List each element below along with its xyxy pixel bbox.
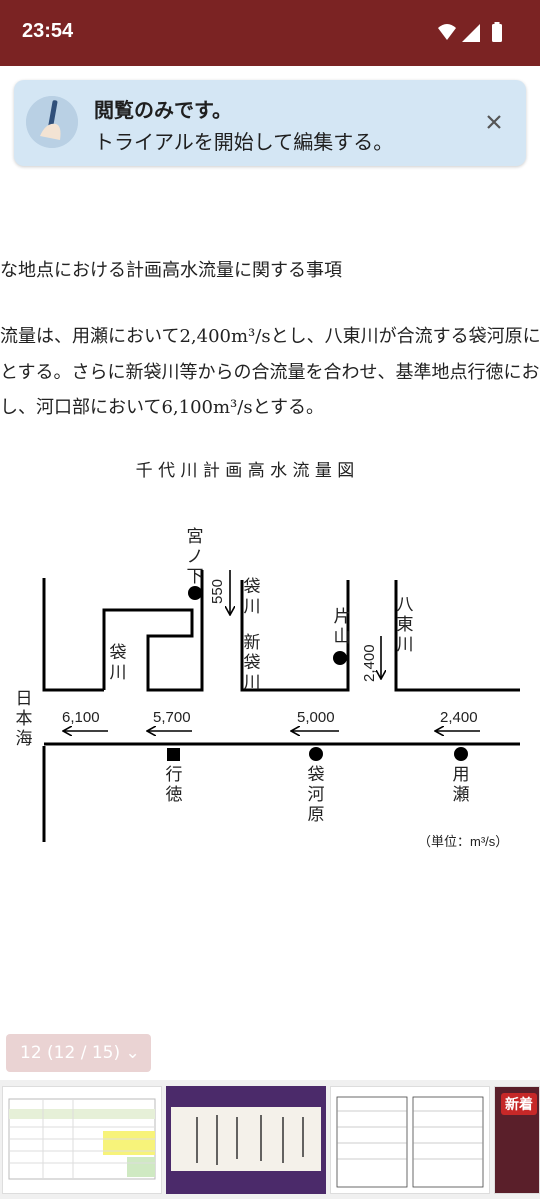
label-mochigase: 用瀬 [453,765,470,804]
figure-title: 千 代 川 計 画 高 水 流 量 図 [136,461,355,481]
label-fukurogawara: 袋河原 [308,765,325,824]
thumbnail[interactable] [330,1086,490,1194]
doc-line: 流量は、用瀬において2,400m³/sとし、八東川が合流する袋河原にお [0,326,540,347]
status-bar: 23:54 [0,0,540,66]
flow-6100: 6,100 [62,709,100,726]
station-marker [309,747,323,761]
flow-550: 550 [209,579,226,604]
flow-diagram: 千 代 川 計 画 高 水 流 量 図 宮ノ下 袋川 新袋川 [16,461,520,849]
station-marker [188,586,202,600]
station-marker [454,747,468,761]
thumbnail[interactable] [2,1086,162,1194]
close-icon[interactable] [482,110,506,134]
battery-icon [492,24,502,42]
trial-banner[interactable]: 閲覧のみです。 トライアルを開始して編集する。 [14,80,526,166]
flow-5000: 5,000 [297,709,335,726]
label-miyanoshita: 宮ノ下 [187,527,204,586]
flow-arrows [64,570,480,731]
clock: 23:54 [22,20,74,42]
new-badge: 新着 [501,1093,537,1115]
wifi-icon [438,24,456,40]
status-icons [438,22,502,42]
label-gyotoku: 行徳 [166,765,183,804]
station-marker [167,748,180,761]
banner-title: 閲覧のみです。 [94,98,232,122]
document-page[interactable]: な地点における計画高水流量に関する事項 流量は、用瀬において2,400m³/sと… [0,170,540,1030]
start-trial-link[interactable]: トライアルを開始して編集する。 [94,130,394,154]
flow-2400-hatto: 2,400 [361,644,378,682]
thumbnail-strip[interactable]: 新着 [0,1080,540,1199]
doc-line: な地点における計画高水流量に関する事項 [0,260,342,281]
label-hattogawa: 八東川 [397,595,414,654]
thumbnail[interactable]: 新着 [494,1086,540,1194]
label-fukurogawa-left: 袋川 [110,643,127,682]
flow-2400-main: 2,400 [440,709,478,726]
river-lines [42,570,520,842]
signal-icon [462,24,480,42]
label-nihonkai: 日本海 [16,689,33,748]
pen-illustration-icon [26,96,78,148]
label-katayama: 片山 [334,607,351,646]
label-fukurogawa-upper: 袋川 [244,577,261,616]
unit-label: （単位：m³/s） [418,834,508,849]
doc-line: し、河口部において6,100m³/sとする。 [0,397,325,418]
thumbnail[interactable] [166,1086,326,1194]
doc-line: とする。さらに新袋川等からの合流量を合わせ、基準地点行徳におい [0,362,540,383]
flow-5700: 5,700 [153,709,191,726]
label-shinfukurogawa: 新袋川 [244,633,261,692]
station-marker [333,651,347,665]
page-selector-button[interactable]: 12 (12 / 15) ⌄ [6,1034,151,1072]
